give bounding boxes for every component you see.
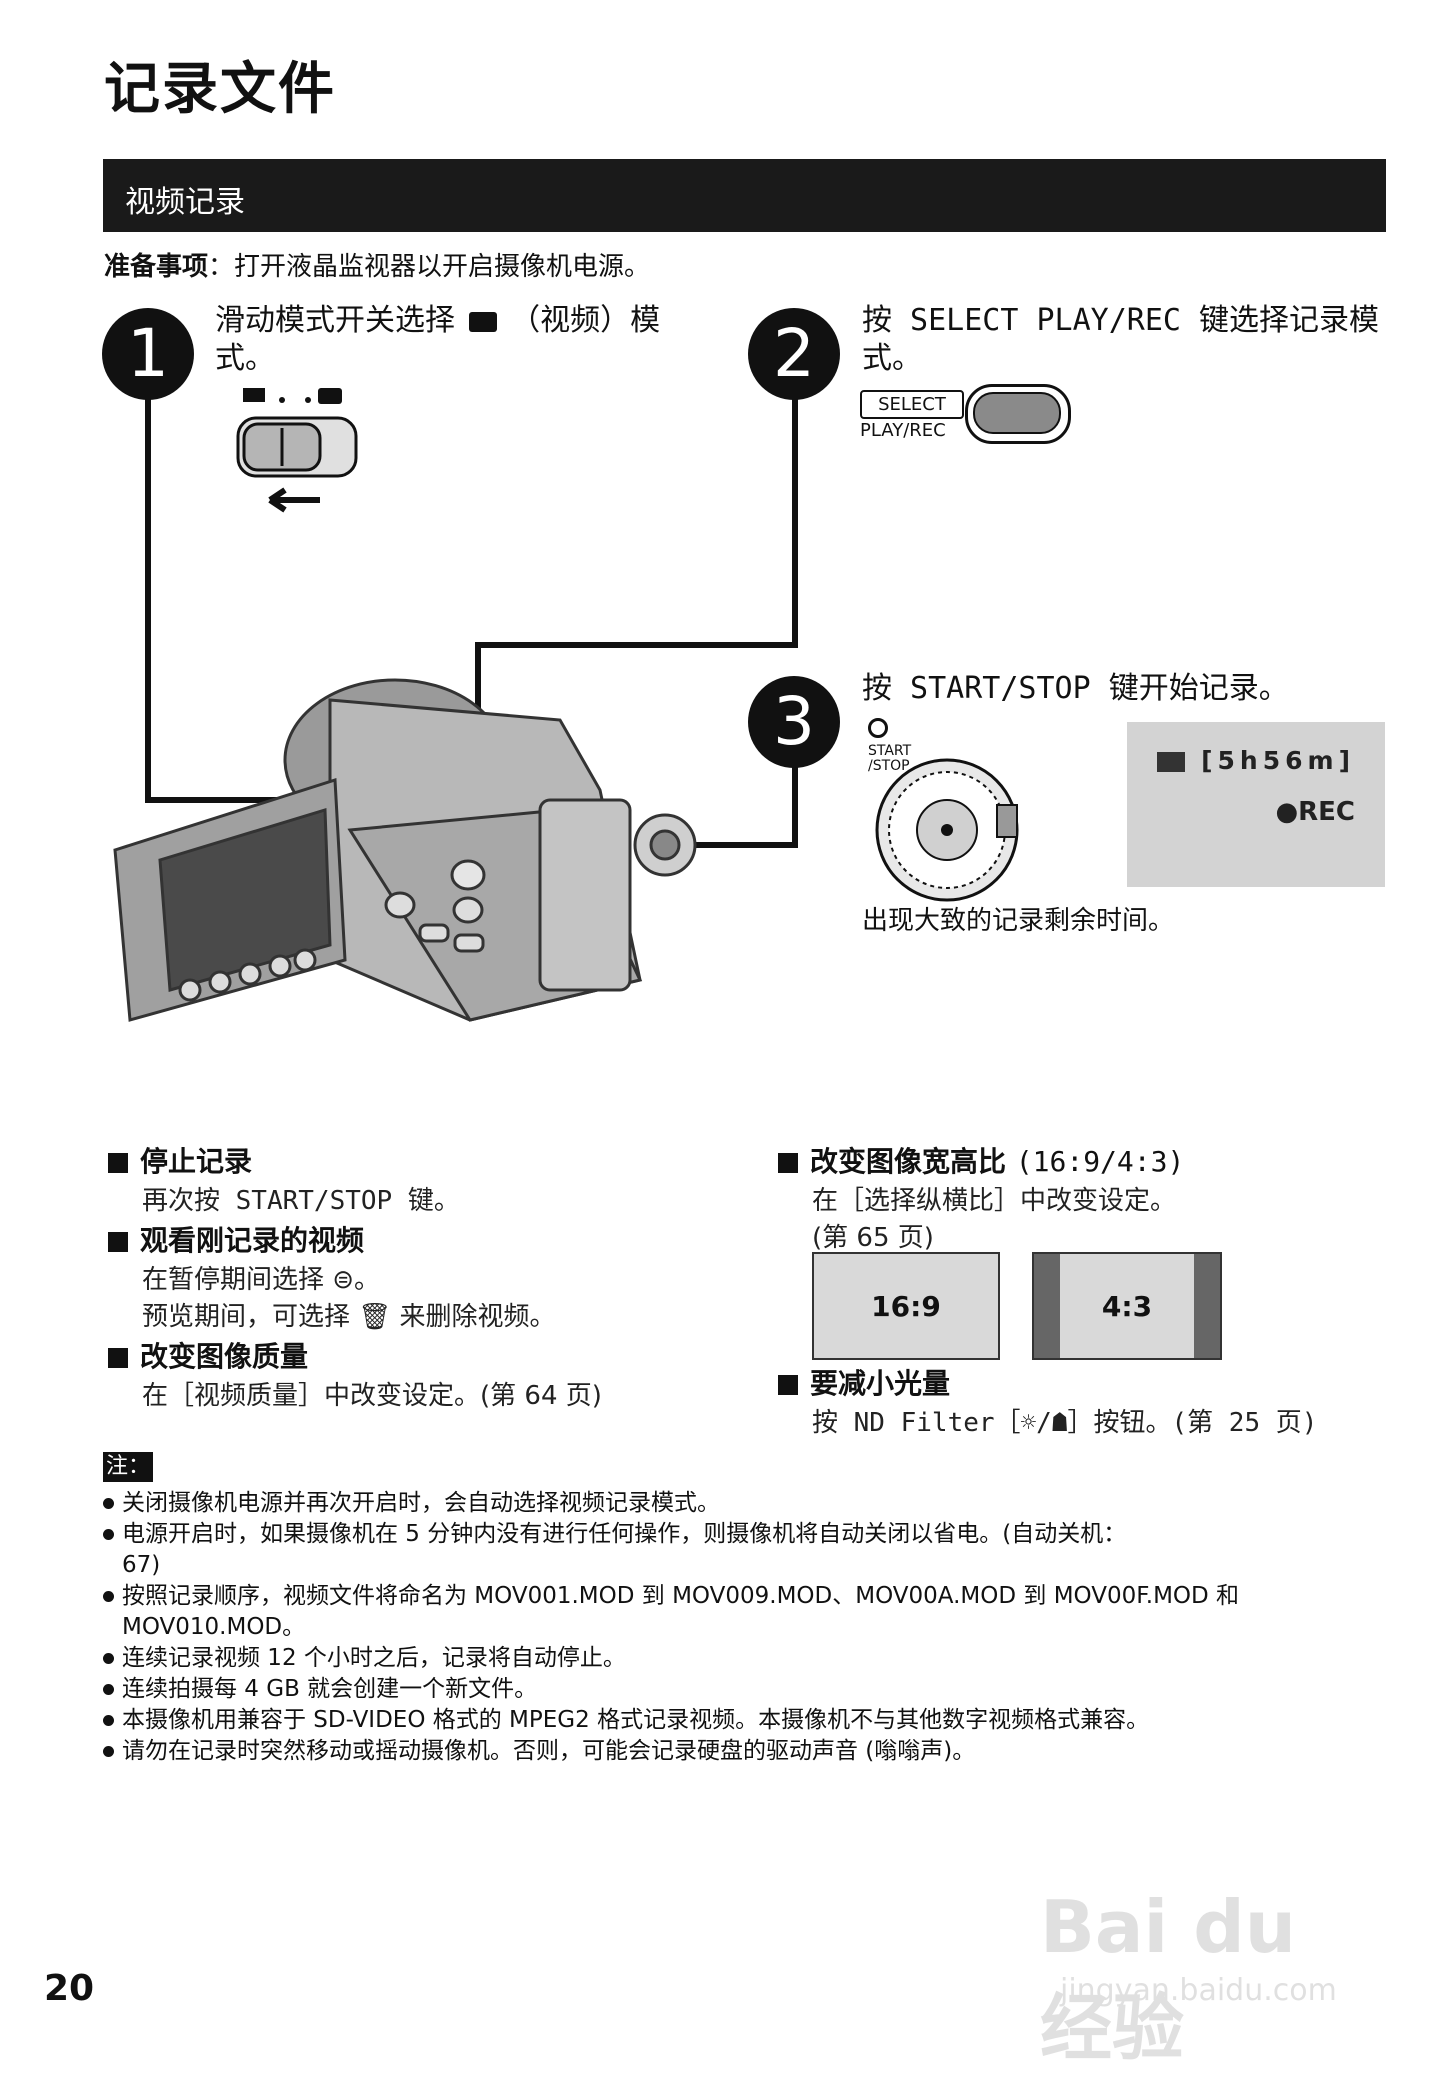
note-tag: 注： [103, 1452, 153, 1482]
tip-aspect-body-2: (第 65 页) [812, 1223, 934, 1253]
note-item: 本摄像机用兼容于 SD-VIDEO 格式的 MPEG2 格式记录视频。本摄像机不… [103, 1705, 1393, 1736]
step-1-text: 滑动模式开关选择 （视频）模 式。 [215, 302, 715, 378]
camcorder-illustration [113, 678, 697, 1022]
rec-indicator-icon [868, 718, 888, 738]
note-item: 连续记录视频 12 个小时之后，记录将自动停止。 [103, 1643, 1393, 1674]
tip-stop-body: 再次按 START/STOP 键。 [142, 1186, 460, 1216]
start-label: START [868, 743, 912, 759]
tip-stop-title: 停止记录 [108, 1140, 728, 1180]
notes-list: 关闭摄像机电源并再次开启时，会自动选择视频记录模式。 电源开启时，如果摄像机在 … [103, 1488, 1393, 1767]
ratio-16-9-box: 16:9 [812, 1252, 1000, 1360]
select-label: SELECT [860, 390, 964, 419]
watermark-line-2: jingyan.baidu.com [1060, 1973, 1337, 2008]
lcd-remaining-text: [5h56m] [1201, 746, 1355, 775]
lcd-remaining: [5h56m] [1157, 746, 1355, 775]
step-2-text: 按 SELECT PLAY/REC 键选择记录模 式。 [862, 302, 1382, 378]
baidu-watermark: Bai du 经验 jingyan.baidu.com [1040, 1855, 1380, 2070]
stop-label: /STOP [868, 758, 910, 774]
ratio-16-9-label: 16:9 [871, 1290, 941, 1323]
note-item: 请勿在记录时突然移动或摇动摄像机。否则，可能会记录硬盘的驱动声音 (嗡嗡声)。 [103, 1736, 1393, 1767]
video-mode-icon [468, 311, 497, 332]
tip-nd-filter: 要减小光量 按 ND Filter［☼/☗］按钮。(第 25 页) [778, 1362, 1388, 1439]
note-item: 按照记录顺序，视频文件将命名为 MOV001.MOD 到 MOV009.MOD、… [103, 1581, 1393, 1612]
page-title: 记录文件 [104, 57, 336, 122]
step-3-number: 3 [748, 676, 840, 768]
video-camera-icon [243, 388, 265, 402]
step-2-text-a: 按 SELECT PLAY/REC 键选择记录模 [862, 303, 1380, 338]
tip-nd-title: 要减小光量 [778, 1362, 1388, 1402]
step-3-caption: 出现大致的记录剩余时间。 [862, 906, 1175, 936]
mode-dial-illustration [875, 758, 1019, 902]
tips-right: 改变图像宽高比 (16:9/4:3) 在［选择纵横比］中改变设定。 (第 65 … [778, 1140, 1388, 1254]
step-2-number: 2 [748, 308, 840, 400]
tip-quality-body: 在［视频质量］中改变设定。(第 64 页) [142, 1381, 602, 1411]
tip-aspect-body-1: 在［选择纵横比］中改变设定。 [812, 1186, 1177, 1216]
note-item: 关闭摄像机电源并再次开启时，会自动选择视频记录模式。 [103, 1488, 1393, 1519]
lcd-display: [5h56m] ●REC [1127, 722, 1385, 887]
page-number: 20 [44, 1968, 95, 2009]
watermark-line-1: Bai du 经验 [1040, 1885, 1297, 2070]
prep-label: 准备事项 [104, 252, 209, 282]
mode-switch-illustration [236, 388, 358, 513]
section-title: 视频记录 [125, 185, 245, 220]
tip-view-body-2: 预览期间，可选择 🗑 来删除视频。 [142, 1302, 556, 1332]
step-1-text-b: （视频）模 [510, 303, 661, 338]
tip-quality-title: 改变图像质量 [108, 1335, 728, 1375]
select-play-rec-button[interactable] [965, 384, 1071, 444]
play-rec-label: PLAY/REC [860, 420, 946, 441]
start-stop-label: START /STOP [868, 744, 911, 774]
photo-camera-icon [318, 388, 342, 404]
step-1-number: 1 [102, 308, 194, 400]
note-item: 电源开启时，如果摄像机在 5 分钟内没有进行任何操作，则摄像机将自动关闭以省电。… [103, 1519, 1393, 1550]
note-item: 连续拍摄每 4 GB 就会创建一个新文件。 [103, 1674, 1393, 1705]
quality-icon [1157, 752, 1186, 772]
tip-nd-body: 按 ND Filter［☼/☗］按钮。(第 25 页) [812, 1408, 1318, 1438]
tip-view-body-1: 在暂停期间选择 ⊜。 [142, 1265, 381, 1295]
connector-line-3 [690, 765, 798, 848]
section-header: 视频记录 [103, 159, 1386, 232]
step-2-text-b: 式。 [862, 341, 922, 376]
arrow-left-icon [268, 487, 320, 513]
step-3-text: 按 START/STOP 键开始记录。 [862, 671, 1289, 706]
tip-aspect-title: 改变图像宽高比 (16:9/4:3) [778, 1140, 1388, 1180]
tips-left: 停止记录 再次按 START/STOP 键。 观看刚记录的视频 在暂停期间选择 … [108, 1140, 728, 1412]
ratio-4-3-label: 4:3 [1101, 1290, 1153, 1323]
note-item-cont: 67) [122, 1552, 161, 1578]
prep-line: 准备事项：打开液晶监视器以开启摄像机电源。 [104, 246, 650, 283]
step-1-text-c: 式。 [215, 341, 275, 376]
lcd-rec: ●REC [1275, 797, 1355, 827]
ratio-4-3-box: 4:3 [1032, 1252, 1222, 1360]
step-1-text-a: 滑动模式开关选择 [215, 303, 455, 338]
tip-view-title: 观看刚记录的视频 [108, 1219, 728, 1259]
camera-diagram [113, 395, 798, 1022]
note-item-cont: MOV010.MOD。 [122, 1614, 306, 1640]
prep-text: ：打开液晶监视器以开启摄像机电源。 [208, 252, 651, 282]
